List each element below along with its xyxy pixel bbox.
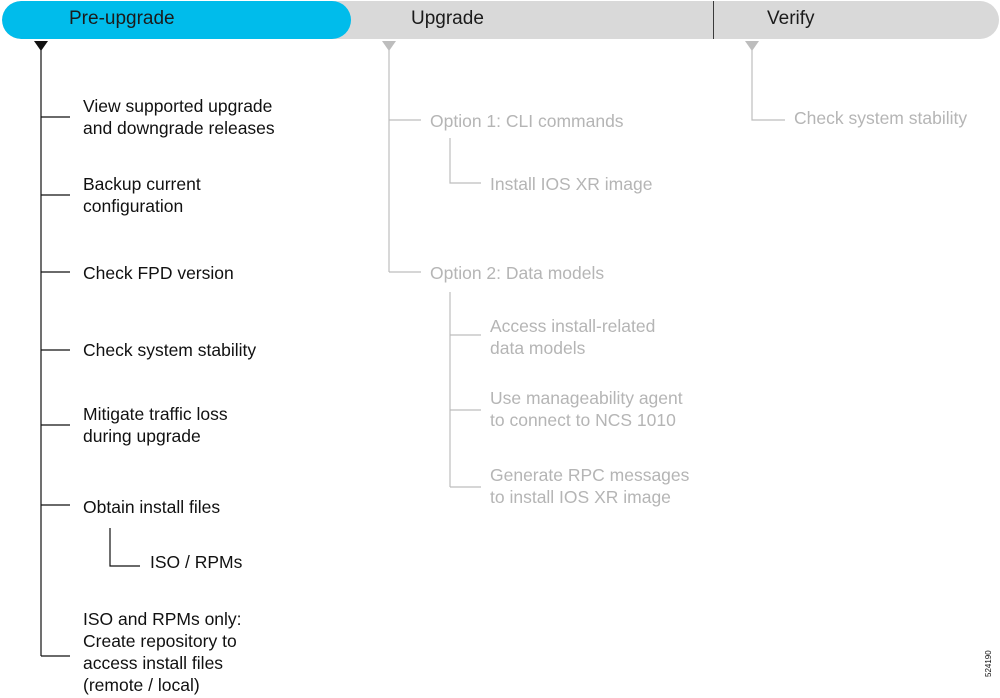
- pre-step-supported-releases: View supported upgrade and downgrade rel…: [83, 96, 275, 138]
- phase-pre-upgrade-highlight: [2, 1, 351, 39]
- option1-sub: [449, 138, 481, 184]
- phase-divider: [713, 1, 714, 39]
- pre-step-backup-config: Backup current configuration: [83, 174, 201, 216]
- pre-step-create-repository: ISO and RPMs only: Create repository to …: [83, 609, 242, 695]
- upgrade-option2-generate-rpc: Generate RPC messages to install IOS XR …: [490, 465, 690, 507]
- figure-id: 524190: [984, 650, 993, 677]
- pre-step-mitigate-traffic-loss: Mitigate traffic loss during upgrade: [83, 404, 228, 446]
- verify-arrow: [745, 41, 759, 51]
- pre-upgrade-arrow: [34, 41, 48, 51]
- upgrade-option2-label: Option 2: Data models: [430, 263, 605, 283]
- phase-verify-label: Verify: [767, 8, 815, 29]
- pre-step-obtain-install-files: Obtain install files: [83, 497, 221, 517]
- upgrade-option2-manageability-agent: Use manageability agent to connect to NC…: [490, 388, 683, 430]
- pre-sub-branch: [109, 528, 140, 567]
- upgrade-option1-label: Option 1: CLI commands: [430, 111, 624, 131]
- phase-upgrade-label: Upgrade: [411, 8, 484, 29]
- upgrade-option1-install-image: Install IOS XR image: [490, 174, 653, 194]
- verify-branch: [751, 50, 785, 121]
- pre-step-check-fpd: Check FPD version: [83, 263, 234, 283]
- pre-substep-iso-rpms: ISO / RPMs: [150, 552, 243, 572]
- pre-step-check-stability: Check system stability: [83, 340, 257, 360]
- upgrade-option2-access-models: Access install-related data models: [490, 316, 656, 358]
- phase-pre-upgrade-label: Pre-upgrade: [69, 8, 175, 29]
- upgrade-arrow: [382, 41, 396, 51]
- verify-check-stability: Check system stability: [794, 108, 968, 128]
- phase-bar: [2, 1, 999, 39]
